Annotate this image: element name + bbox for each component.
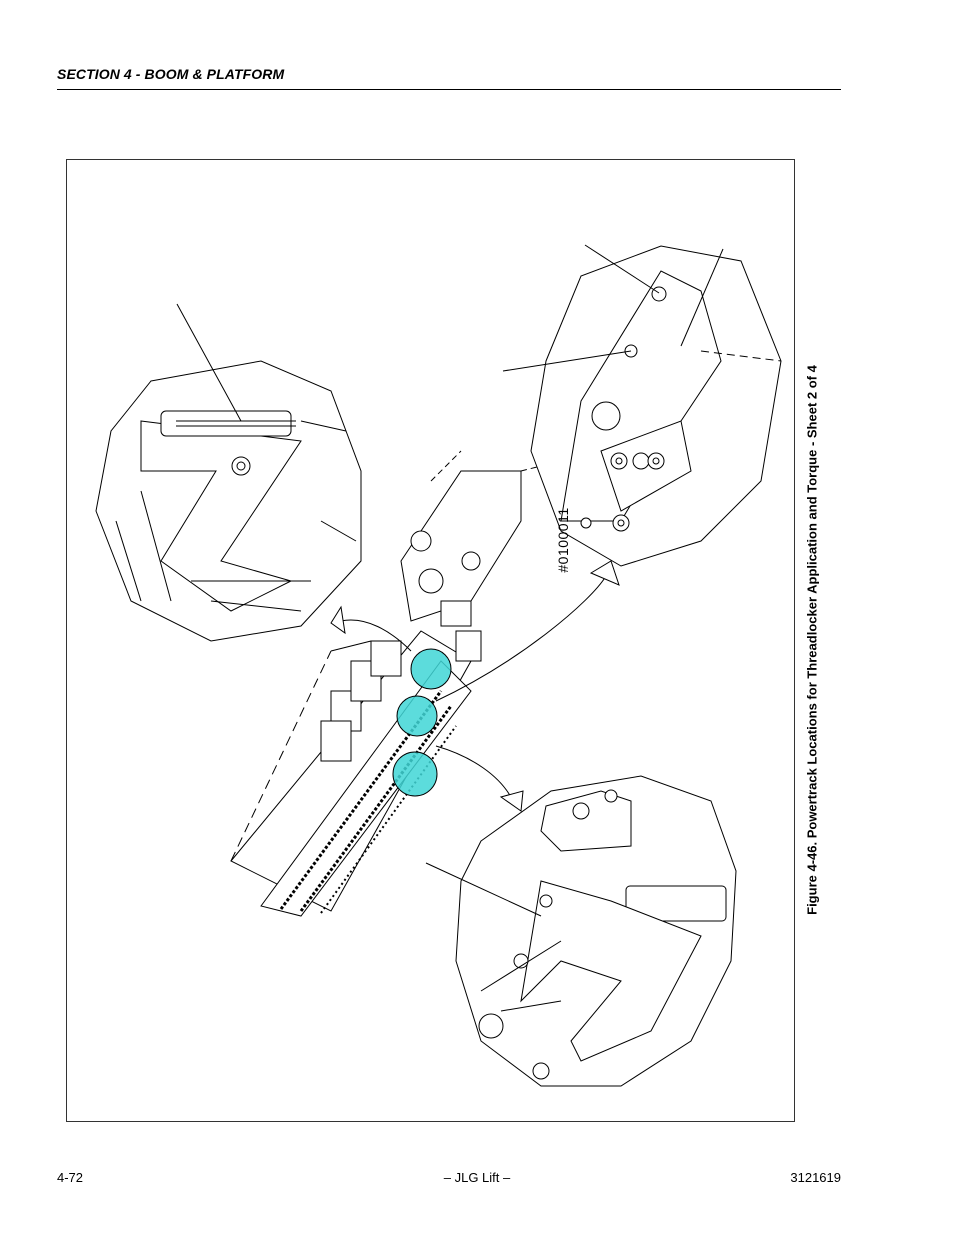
- figure-caption-text: Figure 4-46. Powertrack Locations for Th…: [804, 365, 820, 915]
- callout-arrows: [330, 560, 620, 812]
- figure-frame: #0100011: [66, 159, 795, 1122]
- page-number: 4-72: [57, 1170, 84, 1185]
- detail-view-upper-right: [502, 244, 782, 567]
- section-header: SECTION 4 - BOOM & PLATFORM: [57, 66, 285, 82]
- technical-illustration: [95, 244, 782, 1087]
- detail-view-upper-left: [95, 303, 362, 642]
- footer-brand: – JLG Lift –: [443, 1170, 511, 1185]
- drawing-number-text: #0100011: [555, 507, 571, 573]
- detail-view-lower-right: [425, 775, 737, 1087]
- header-rule: [57, 89, 841, 90]
- highlight-markers: [392, 648, 452, 797]
- document-number: 3121619: [790, 1170, 841, 1185]
